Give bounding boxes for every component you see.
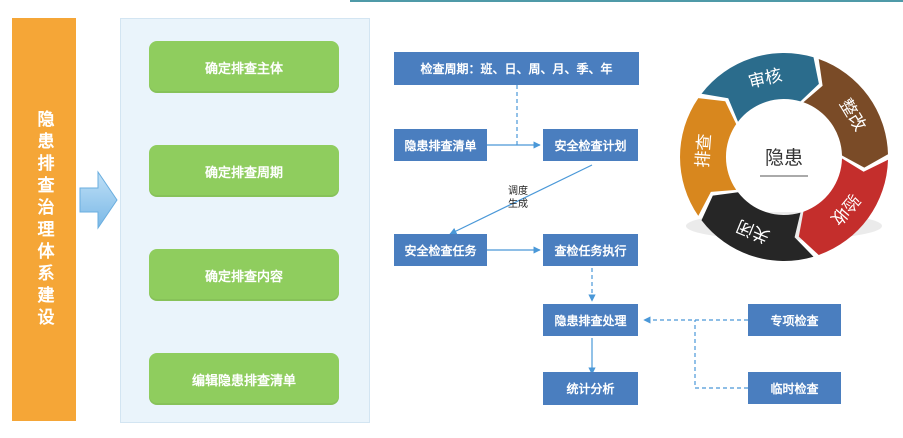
ring-segment-label-1: 排查 — [693, 133, 716, 168]
dispatch-note-line1: 调度 — [508, 186, 528, 197]
hazard-processing-box[interactable]: 隐患排查处理 — [543, 304, 638, 336]
step-edit-checklist[interactable]: 编辑隐患排查清单 — [149, 353, 339, 405]
statistics-box[interactable]: 统计分析 — [543, 372, 638, 405]
ring-segment-1 — [680, 98, 737, 216]
safety-task-box[interactable]: 安全检查任务 — [394, 234, 487, 266]
special-inspection-box[interactable]: 专项检查 — [748, 304, 841, 336]
ring-segment-3 — [803, 59, 888, 168]
ring-center — [738, 111, 830, 203]
top-divider — [350, 0, 903, 2]
inspection-cycle-box[interactable]: 检查周期：班、日、周、月、季、年 — [394, 52, 639, 85]
page-title-text: 隐患排查治理体系建设 — [33, 109, 54, 330]
ring-center-label: 隐患 — [765, 147, 803, 169]
ring-segment-5 — [701, 192, 814, 261]
temporary-inspection-box[interactable]: 临时检查 — [748, 372, 841, 404]
step-define-subject[interactable]: 确定排查主体 — [149, 41, 339, 93]
ring-segment-2 — [701, 53, 819, 122]
page-title: 隐患排查治理体系建设 — [12, 18, 76, 421]
step-define-content[interactable]: 确定排查内容 — [149, 249, 339, 301]
task-execution-box[interactable]: 查检任务执行 — [543, 234, 638, 266]
step-define-cycle[interactable]: 确定排查周期 — [149, 145, 339, 197]
dispatch-note-line2: 生成 — [508, 199, 528, 210]
safety-plan-box[interactable]: 安全检查计划 — [543, 129, 638, 161]
hazard-checklist-box[interactable]: 隐患排查清单 — [394, 129, 487, 161]
flow-connectors — [449, 85, 748, 389]
big-right-arrow — [79, 170, 118, 230]
ring-segment-4 — [798, 158, 888, 255]
ring-center-underline — [760, 175, 808, 177]
dispatch-note: 调度 生成 — [498, 185, 538, 211]
steps-panel: 确定排查主体 确定排查周期 确定排查内容 编辑隐患排查清单 — [120, 18, 370, 423]
